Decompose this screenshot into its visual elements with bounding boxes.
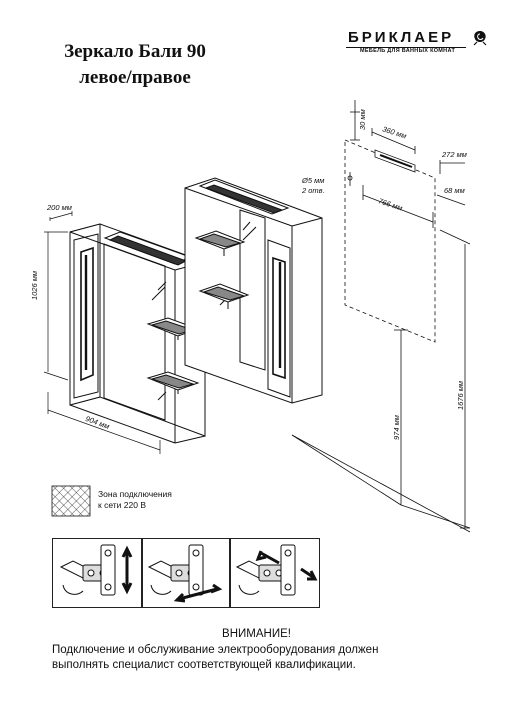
hinge-horizontal-icon — [147, 544, 223, 603]
brand-logo: БРИКЛАЕР МЕБЕЛЬ ДЛЯ ВАННЫХ КОМНАТ — [338, 26, 490, 60]
dim-top-offset: 30 мм — [358, 109, 367, 130]
rose-icon — [473, 31, 487, 46]
brand-underline — [346, 47, 466, 48]
hinge-depth-icon — [235, 544, 318, 596]
socket-zone-swatch — [51, 485, 91, 517]
warning-line1: Подключение и обслуживание электрооборуд… — [52, 644, 379, 656]
dim-side-offset: 272 мм — [442, 150, 467, 159]
hinge-step-depth — [230, 538, 320, 608]
page-subtitle: левое/правое — [79, 67, 191, 88]
brand-tagline: МЕБЕЛЬ ДЛЯ ВАННЫХ КОМНАТ — [360, 48, 456, 54]
hinge-vertical-icon — [59, 544, 133, 596]
dim-floor-to-holes: 1676 мм — [456, 380, 465, 410]
dim-hole-count: 2 отв. — [302, 186, 325, 195]
dim-floor-to-socket: 974 мм — [392, 415, 401, 440]
legend-line2: к сети 220 В — [98, 500, 146, 510]
dim-edge-offset: 68 мм — [444, 186, 465, 195]
hinge-step-horizontal — [142, 538, 230, 608]
warning-line2: выполнять специалист соответствующей ква… — [52, 659, 356, 671]
dim-hole-diameter: Ø5 мм — [302, 176, 325, 185]
page-title: Зеркало Бали 90 — [64, 41, 206, 62]
dim-depth: 200 мм — [47, 203, 72, 212]
brand-name: БРИКЛАЕР — [348, 29, 455, 46]
legend-line1: Зона подключения — [98, 489, 172, 499]
legend: Зона подключения к сети 220 В — [98, 489, 172, 511]
dim-height: 1026 мм — [30, 270, 39, 300]
warning-title: ВНИМАНИЕ! — [222, 628, 291, 640]
warning-body: Подключение и обслуживание электрооборуд… — [52, 643, 464, 673]
hinge-step-vertical — [52, 538, 142, 608]
